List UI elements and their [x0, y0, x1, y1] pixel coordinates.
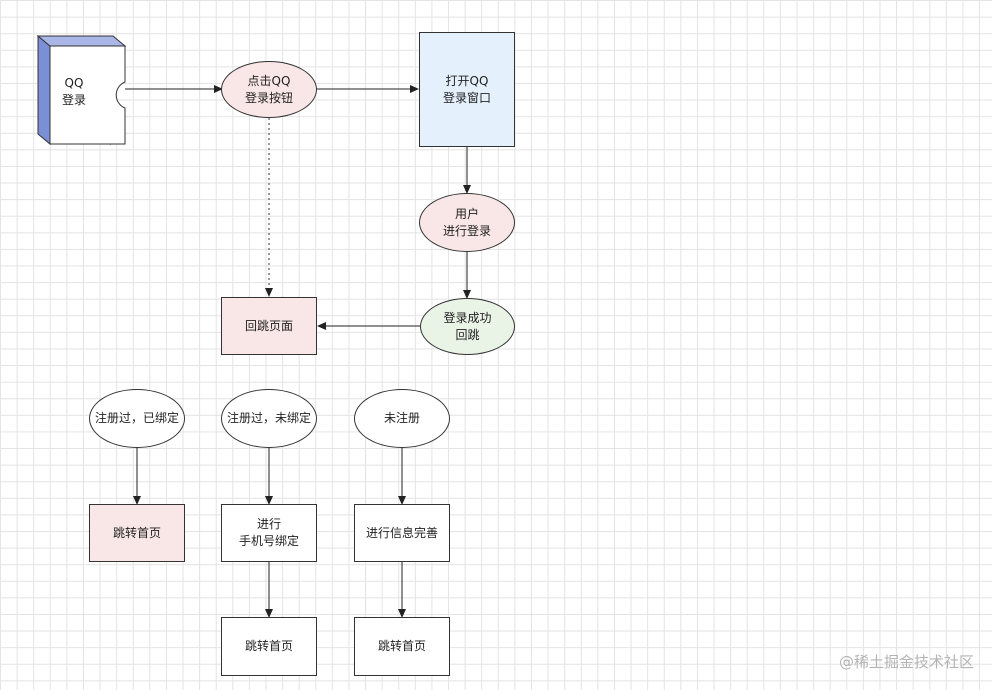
registered-unbound-node[interactable]: 注册过，未绑定	[221, 389, 317, 448]
open-qq-login-window-node[interactable]: 打开QQ 登录窗口	[419, 32, 515, 147]
goto-home-node-3[interactable]: 跳转首页	[354, 617, 450, 676]
user-login-node[interactable]: 用户 进行登录	[419, 193, 515, 252]
not-registered-node[interactable]: 未注册	[354, 389, 450, 448]
qq-login-card-shape[interactable]	[36, 34, 127, 146]
complete-info-node[interactable]: 进行信息完善	[354, 504, 450, 562]
registered-bound-node[interactable]: 注册过，已绑定	[89, 389, 185, 448]
click-qq-login-button-node[interactable]: 点击QQ 登录按钮	[221, 61, 317, 118]
goto-home-node-2[interactable]: 跳转首页	[221, 617, 317, 676]
qq-login-card-label: QQ 登录	[61, 76, 86, 107]
bind-phone-node[interactable]: 进行 手机号绑定	[221, 504, 317, 562]
callback-page-node[interactable]: 回跳页面	[221, 297, 317, 355]
login-success-callback-node[interactable]: 登录成功 回跳	[420, 298, 515, 355]
goto-home-node-1[interactable]: 跳转首页	[89, 504, 185, 562]
watermark: @稀土掘金技术社区	[838, 653, 974, 671]
